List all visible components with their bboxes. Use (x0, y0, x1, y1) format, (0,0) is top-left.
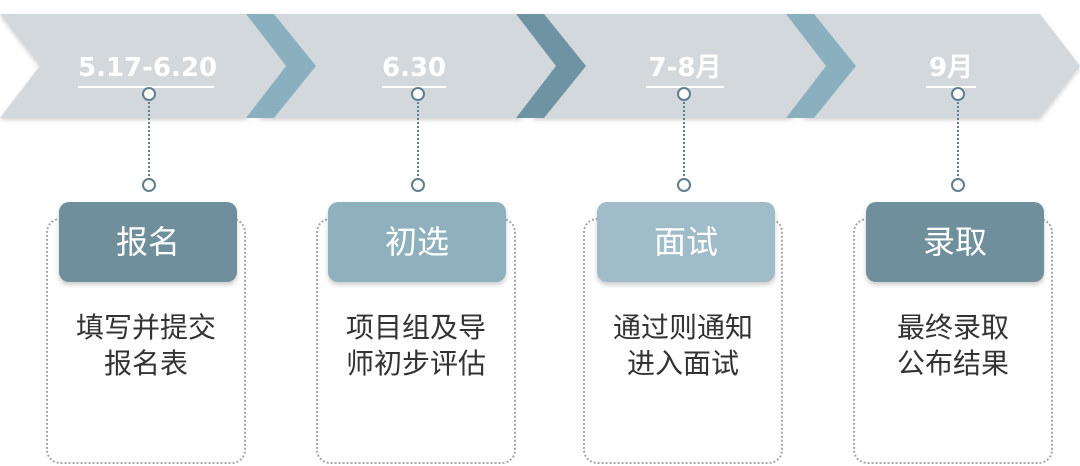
timeline-connector-3 (683, 102, 685, 176)
timeline-dot-bottom-1 (142, 178, 156, 192)
timeline-arrow-segment-4 (802, 14, 1080, 118)
timeline-dot-top-1 (142, 87, 156, 101)
stage-date-4: 9月 (926, 52, 976, 88)
timeline-arrow-segment-3 (532, 14, 830, 118)
timeline-dot-bottom-2 (411, 178, 425, 192)
stage-title-2: 初选 (328, 202, 506, 282)
stage-description-3-line-2: 进入面试 (626, 347, 739, 380)
timeline-dot-top-2 (411, 87, 425, 101)
timeline-chevron-1 (246, 14, 316, 118)
stage-date-1: 5.17-6.20 (78, 52, 217, 88)
timeline-arrow-segment-2 (258, 14, 560, 118)
timeline-dot-bottom-3 (677, 178, 691, 192)
timeline-connector-4 (957, 102, 959, 176)
stage-description-1-line-1: 填写并提交 (75, 311, 216, 344)
stage-description-3-line-1: 通过则通知 (612, 311, 753, 344)
timeline-chevron-2 (516, 14, 586, 118)
stage-title-1: 报名 (59, 202, 237, 282)
timeline-dot-top-3 (677, 87, 691, 101)
timeline-connector-1 (148, 102, 150, 176)
stage-title-4: 录取 (866, 202, 1044, 282)
stage-description-1-line-2: 报名表 (103, 347, 188, 380)
timeline-dot-top-4 (951, 87, 965, 101)
stage-date-3: 7-8月 (646, 52, 724, 88)
timeline-arrow-segment-1 (0, 14, 286, 118)
stage-description-2-line-1: 项目组及导 (345, 311, 486, 344)
stage-description-2: 项目组及导 师初步评估 (316, 310, 516, 382)
timeline-connector-2 (417, 102, 419, 176)
stage-description-2-line-2: 师初步评估 (345, 347, 486, 380)
stage-description-4-line-2: 公布结果 (896, 347, 1009, 380)
stage-description-3: 通过则通知 进入面试 (583, 310, 783, 382)
timeline-chevron-3 (786, 14, 856, 118)
stage-description-1: 填写并提交 报名表 (46, 310, 246, 382)
stage-description-4: 最终录取 公布结果 (853, 310, 1053, 382)
stage-date-2: 6.30 (382, 52, 446, 88)
stage-description-4-line-1: 最终录取 (896, 311, 1009, 344)
stage-title-3: 面试 (597, 202, 775, 282)
timeline-dot-bottom-4 (951, 178, 965, 192)
